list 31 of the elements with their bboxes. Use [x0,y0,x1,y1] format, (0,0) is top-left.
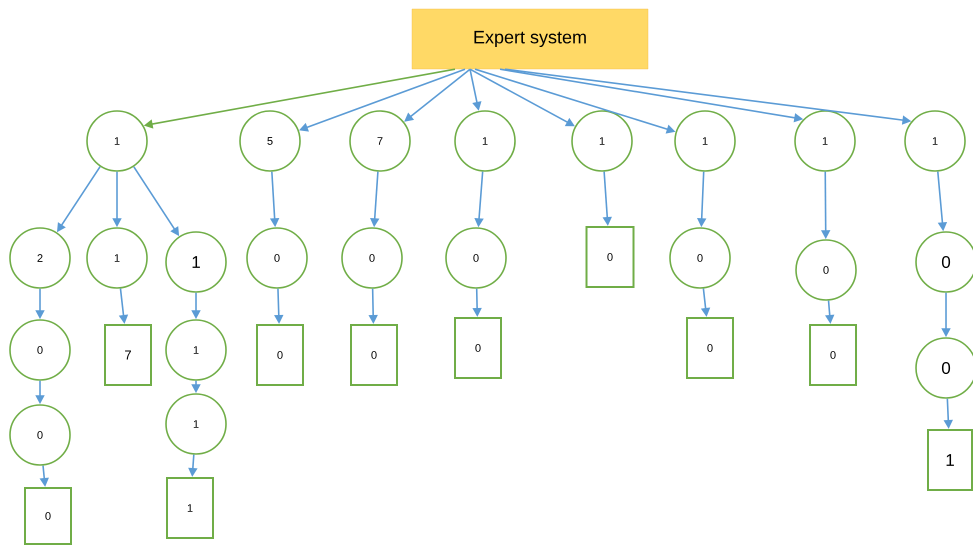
leaf-box: 0 [24,487,72,545]
circle-node: 1 [165,393,227,455]
circle-node: 1 [86,110,148,172]
leaf-box: 0 [809,324,858,386]
leaf-box: 1 [166,477,214,539]
circle-node: 0 [445,227,507,289]
circle-node: 1 [674,110,736,172]
circle-node: 1 [794,110,856,172]
leaf-box: 0 [256,324,304,386]
circle-node: 0 [795,239,857,301]
circle-node: 1 [571,110,633,172]
circle-node: 0 [9,404,71,466]
circle-node: 0 [341,227,403,289]
leaf-box: 7 [104,324,152,386]
circle-node: 1 [454,110,516,172]
leaf-box: 0 [454,317,502,379]
circle-node: 0 [246,227,308,289]
circle-node: 1 [86,227,148,289]
leaf-box: 0 [586,226,634,288]
circle-node: 0 [9,319,71,381]
circle-node: 1 [904,110,966,172]
title-box: Expert system [412,8,648,70]
leaf-box: 0 [350,324,398,386]
leaf-box: 1 [927,429,973,491]
circle-node: 1 [165,231,227,293]
circle-node: 5 [239,110,301,172]
circle-node: 7 [349,110,411,172]
circle-node: 2 [9,227,71,289]
leaf-box: 0 [686,317,734,379]
circle-node: 0 [669,227,731,289]
circle-node: 1 [165,319,227,381]
